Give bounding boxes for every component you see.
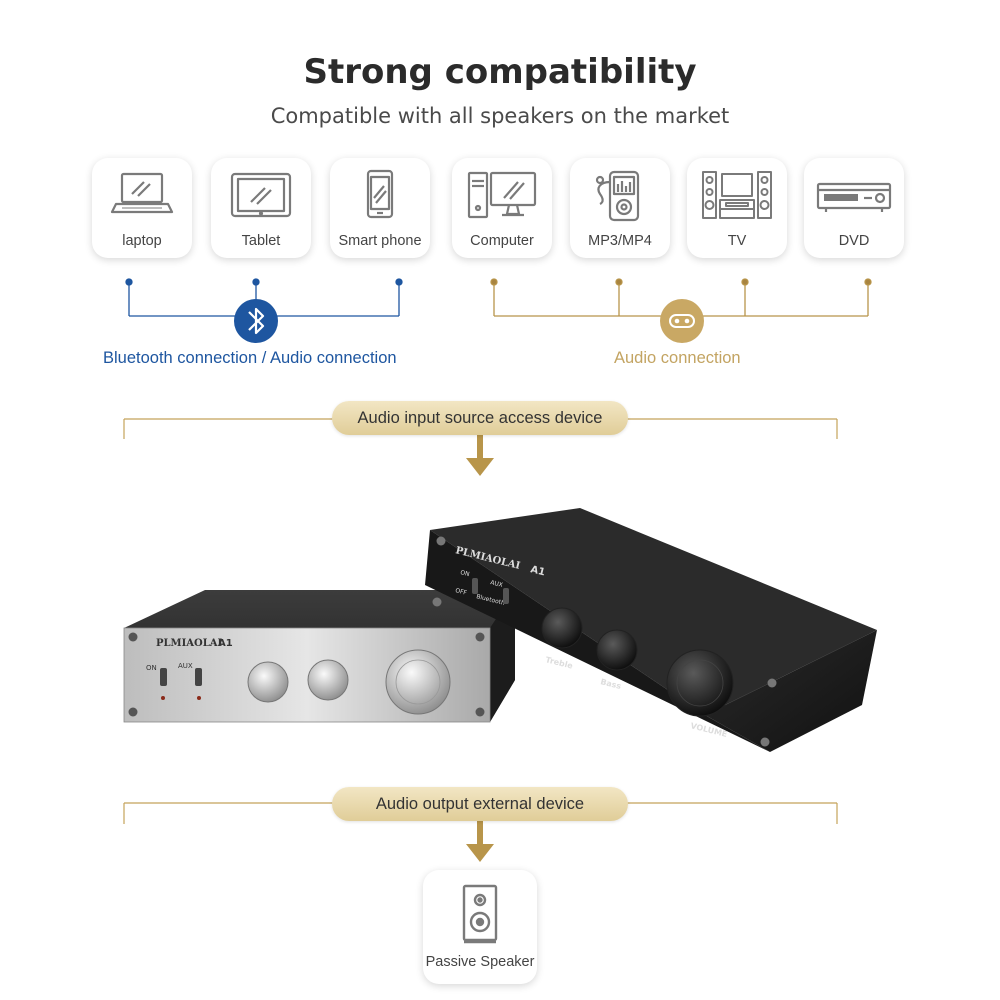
svg-text:OFF: OFF bbox=[455, 587, 469, 597]
input-source-pill: Audio input source access device bbox=[332, 401, 628, 435]
page-subtitle: Compatible with all speakers on the mark… bbox=[270, 104, 730, 128]
output-device-pill: Audio output external device bbox=[332, 787, 628, 821]
model-label: A1 bbox=[218, 638, 233, 649]
audio-connection-label: Audio connection bbox=[614, 349, 741, 367]
device-card-computer: Computer bbox=[452, 158, 552, 258]
output-label: Passive Speaker bbox=[425, 954, 535, 970]
device-label: Tablet bbox=[241, 233, 281, 249]
device-label: laptop bbox=[122, 233, 162, 249]
device-label: Smart phone bbox=[338, 233, 422, 249]
speaker-icon bbox=[462, 884, 498, 944]
bluetooth-connection-label: Bluetooth connection / Audio connection bbox=[103, 349, 397, 367]
device-label: Computer bbox=[470, 233, 534, 249]
svg-text:A1: A1 bbox=[529, 564, 546, 578]
device-card-mp3: MP3/MP4 bbox=[570, 158, 670, 258]
output-card-speaker: Passive Speaker bbox=[423, 870, 537, 984]
arrow-down-icon bbox=[466, 820, 494, 862]
audio-jack-icon bbox=[660, 299, 704, 343]
device-label: MP3/MP4 bbox=[588, 233, 652, 249]
black-amplifier: PLMIAOLAI A1 ON OFF AUX Bluetooth Treble… bbox=[425, 508, 877, 752]
laptop-icon bbox=[110, 172, 174, 214]
svg-text:ON: ON bbox=[460, 569, 471, 578]
dvd-player-icon bbox=[816, 182, 892, 212]
tablet-icon bbox=[230, 172, 292, 218]
svg-text:ON: ON bbox=[146, 664, 157, 672]
amplifier-product-image: PLMIAOLAI A1 ON AUX PLMIAOLAI A1 ON OFF … bbox=[123, 508, 877, 752]
device-card-smartphone: Smart phone bbox=[330, 158, 430, 258]
page-title: Strong compatibility bbox=[303, 52, 697, 92]
tv-icon bbox=[702, 171, 772, 219]
silver-amplifier: PLMIAOLAI A1 ON AUX bbox=[123, 590, 515, 723]
device-card-laptop: laptop bbox=[92, 158, 192, 258]
device-label: TV bbox=[727, 233, 747, 249]
device-label: DVD bbox=[838, 233, 870, 249]
arrow-down-icon bbox=[466, 434, 494, 476]
svg-text:AUX: AUX bbox=[490, 579, 504, 589]
bluetooth-icon bbox=[234, 299, 278, 343]
computer-icon bbox=[467, 171, 537, 219]
mp3-player-icon bbox=[595, 170, 640, 222]
device-card-dvd: DVD bbox=[804, 158, 904, 258]
svg-text:AUX: AUX bbox=[178, 662, 193, 670]
device-card-tv: TV bbox=[687, 158, 787, 258]
svg-text:Treble: Treble bbox=[545, 655, 575, 671]
device-card-tablet: Tablet bbox=[211, 158, 311, 258]
brand-label: PLMIAOLAI bbox=[156, 638, 223, 649]
smartphone-icon bbox=[366, 169, 394, 219]
svg-text:Bass: Bass bbox=[600, 677, 623, 691]
